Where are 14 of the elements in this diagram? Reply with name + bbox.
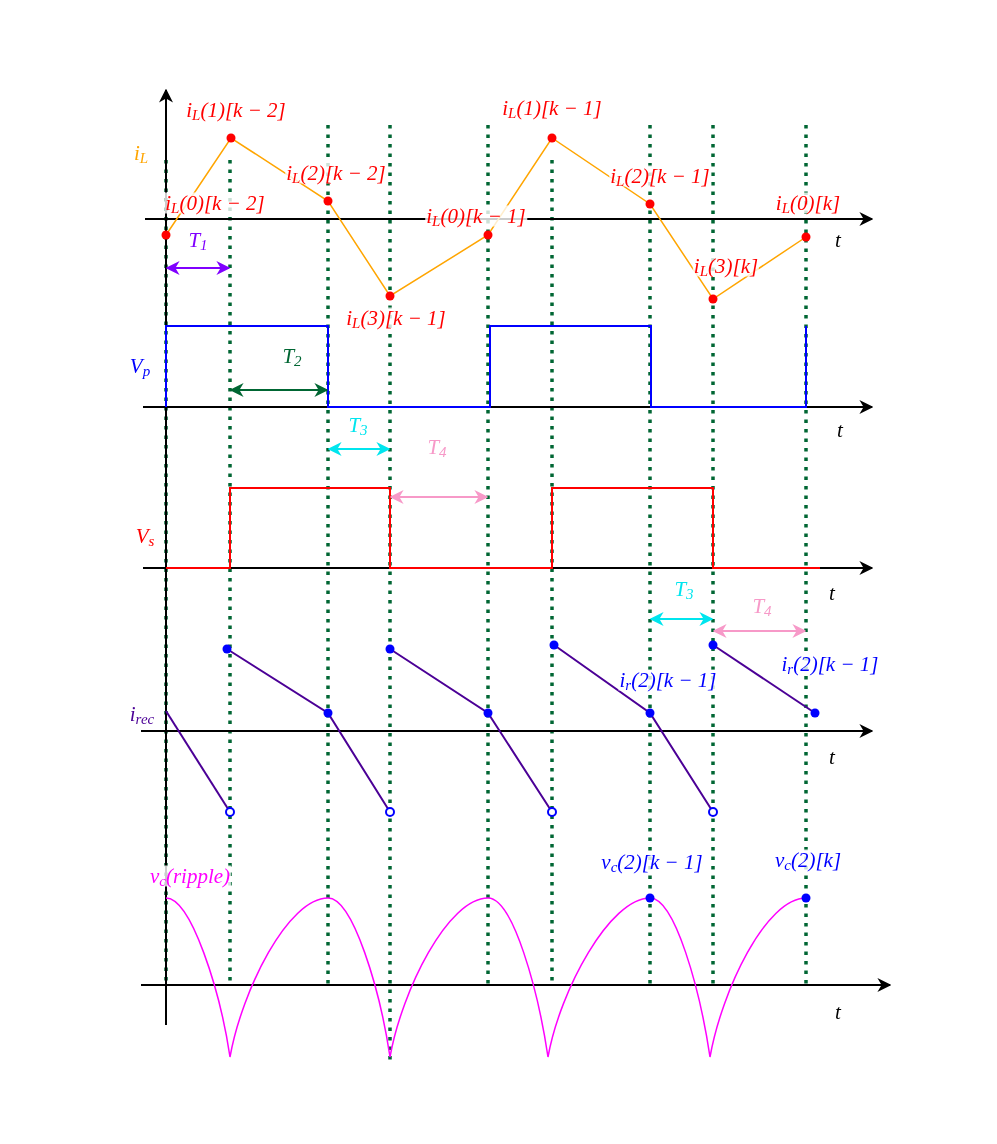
sample-label: i$_{L}$(0)[k − 2] (164, 192, 266, 214)
sample-label: i$_{L}$(2)[k − 2] (285, 162, 387, 184)
sample-label: i$_{L}$(3)[k] (692, 255, 760, 277)
sample-label: i$_{L}$(1)[k − 1] (501, 97, 603, 119)
sample-label: i$_{L}$(3)[k − 1] (345, 307, 447, 329)
sample-label: i$_{r}$(2)[k − 1] (780, 653, 880, 675)
sample-label: v$_{c}$(2)[k] (773, 849, 843, 871)
sample-label: i$_{L}$(0)[k] (774, 192, 842, 214)
sample-label: i$_{L}$(1)[k − 2] (185, 99, 287, 121)
waveform-label: v$_{c}$(ripple) (148, 865, 232, 887)
sample-label: i$_{r}$(2)[k − 1] (618, 669, 718, 691)
sample-label: i$_{L}$(2)[k − 1] (609, 165, 711, 187)
sample-label: v$_{c}$(2)[k − 1] (600, 851, 704, 873)
sample-label: i$_{L}$(0)[k − 1] (425, 205, 527, 227)
